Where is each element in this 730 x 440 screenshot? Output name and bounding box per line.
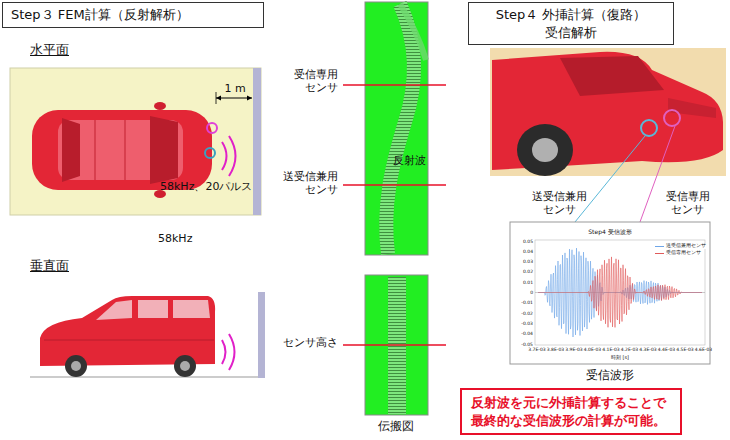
chart-caption: 受信波形 bbox=[586, 368, 634, 382]
step-title-box: Step４ 外挿計算（復路）受信解析 bbox=[468, 2, 674, 45]
leader-line bbox=[575, 136, 645, 222]
sensor-label: 受信専用 センサ bbox=[291, 68, 338, 94]
sensor-label: 送受信兼用 センサ bbox=[280, 170, 338, 196]
figure-caption: 伝搬図 bbox=[378, 419, 414, 433]
view-title: 垂直面 bbox=[30, 258, 69, 274]
node-text: Step４ 外挿計算（復路） bbox=[475, 6, 667, 24]
tick-label: 3.7E-03 bbox=[528, 347, 545, 352]
dimension-label: 1 m bbox=[224, 82, 245, 95]
view-title: 水平面 bbox=[30, 42, 69, 58]
top-view-panel bbox=[10, 68, 261, 215]
tick-label: -0.04 bbox=[521, 331, 533, 336]
step-title-box: Step３ FEM計算（反射解析） bbox=[2, 2, 264, 28]
note-box: 反射波を元に外挿計算することで 最終的な受信波形の計算が可能。 bbox=[460, 388, 682, 435]
tick-label: 4.0E-03 bbox=[584, 347, 601, 352]
chart-title: Step4 受信波形 bbox=[588, 228, 631, 235]
rear-view bbox=[490, 48, 726, 222]
side-view bbox=[30, 292, 265, 378]
tick-label: 0 bbox=[530, 290, 533, 295]
tick-label: 3.8E-03 bbox=[547, 347, 564, 352]
propagation-map bbox=[343, 2, 446, 415]
tick-label: -0.03 bbox=[521, 321, 533, 326]
legend-text: 受信専用センサ bbox=[666, 251, 701, 256]
tick-label: 0.04 bbox=[523, 249, 533, 254]
wave-label: 反射波 bbox=[393, 154, 426, 167]
tick-label: 0.01 bbox=[523, 280, 533, 285]
node-text: 反射波を元に外挿計算することで 最終的な受信波形の計算が可能。 bbox=[471, 394, 671, 429]
tick-label: 4.5E-03 bbox=[676, 347, 693, 352]
node-text: 受信解析 bbox=[475, 24, 667, 42]
tick-label: 4.2E-03 bbox=[621, 347, 638, 352]
legend-text: 送受信兼用センサ bbox=[666, 244, 706, 249]
tick-label: -0.02 bbox=[521, 311, 533, 316]
sensor-label: 送受信兼用 センサ bbox=[531, 190, 589, 216]
sensor-mark bbox=[205, 148, 215, 158]
tick-label: 0.02 bbox=[523, 269, 533, 274]
legend-line bbox=[655, 246, 664, 247]
tick-label: 4.6E-03 bbox=[695, 347, 712, 352]
height-label: センサ高さ bbox=[283, 336, 338, 349]
legend-entry: 受信専用センサ bbox=[655, 251, 701, 256]
sensor-mark bbox=[207, 123, 217, 133]
tick-label: 4.4E-03 bbox=[658, 347, 675, 352]
tick-label: 0.03 bbox=[523, 259, 533, 264]
sensor-label: 受信専用 センサ bbox=[664, 190, 711, 216]
tick-label: -0.05 bbox=[521, 342, 533, 347]
tick-label: 4.1E-03 bbox=[602, 347, 619, 352]
leader-line bbox=[640, 126, 675, 222]
legend-entry: 送受信兼用センサ bbox=[655, 244, 706, 249]
signal-label: 58kHz、20パルス bbox=[160, 180, 252, 193]
tick-label: -0.01 bbox=[521, 300, 533, 305]
sensor-mark bbox=[664, 110, 680, 126]
tick-label: 4.3E-03 bbox=[639, 347, 656, 352]
waveform-chart bbox=[510, 222, 710, 364]
legend-line bbox=[655, 253, 664, 254]
tick-label: 0.05 bbox=[523, 239, 533, 244]
node-text: Step３ FEM計算（反射解析） bbox=[11, 6, 255, 24]
axis-title: 時刻 [s] bbox=[611, 354, 629, 360]
sensor-mark bbox=[641, 120, 657, 136]
dimension-line bbox=[216, 98, 252, 99]
tick-label: 3.9E-03 bbox=[565, 347, 582, 352]
frequency-label: 58kHz bbox=[158, 232, 192, 245]
